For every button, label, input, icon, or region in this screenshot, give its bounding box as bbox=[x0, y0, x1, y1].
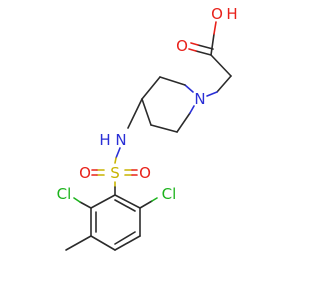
structure-canvas: O H O N H N S O O Cl Cl bbox=[57, 5, 238, 251]
bond-c4-c5 bbox=[141, 98, 152, 126]
atom-nh-nitrogen: N bbox=[115, 131, 126, 149]
bond-c-o-double-a-red bbox=[188, 48, 197, 52]
atom-oh-hydrogen: H bbox=[226, 5, 237, 23]
bond-c-ch2 bbox=[210, 54, 232, 77]
bond-c3-methyl bbox=[65, 235, 92, 251]
bond-c6-cl bbox=[139, 200, 153, 209]
atom-carbonyl-oxygen: O bbox=[176, 37, 188, 55]
atom-sulfonyl-oxygen-left: O bbox=[79, 164, 91, 182]
bond-c2-c3 bbox=[159, 76, 186, 86]
bond-ch2-n-blue bbox=[206, 91, 218, 97]
bond-n-c2 bbox=[184, 84, 194, 93]
bond-c6-n bbox=[176, 112, 191, 133]
atom-chlorine-right: Cl bbox=[162, 185, 177, 203]
bond-c3-c4 bbox=[141, 76, 161, 100]
bond-ar-c4-c5-inner bbox=[114, 231, 136, 245]
bond-ar-c6-c1-inner bbox=[114, 199, 136, 212]
atom-chlorine-left: Cl bbox=[57, 185, 72, 203]
atom-nh-hydrogen: H bbox=[99, 131, 110, 149]
bond-nh-s-yellow bbox=[114, 157, 117, 164]
atom-oh-oxygen: O bbox=[211, 5, 223, 23]
bond-c5-c6 bbox=[150, 124, 178, 133]
bond-nh-s-blue bbox=[115, 147, 121, 159]
bond-c4-nh bbox=[127, 98, 143, 129]
bond-c-o-double-b bbox=[197, 44, 214, 50]
bond-ar-c6-c1 bbox=[114, 194, 141, 209]
atom-ring-nitrogen: N bbox=[194, 90, 205, 108]
atom-sulfur: S bbox=[110, 164, 120, 182]
bond-c6-n-blue bbox=[189, 105, 195, 114]
bond-c-o-double-b-red bbox=[190, 42, 199, 46]
bond-c2-cl-green bbox=[73, 197, 81, 203]
bond-c6-cl-green bbox=[151, 197, 158, 202]
bond-ar-c4-c5 bbox=[114, 235, 141, 251]
bond-c-o-double-a bbox=[195, 50, 212, 56]
bond-ar-c1-c2 bbox=[90, 194, 116, 209]
atom-sulfonyl-oxygen-right: O bbox=[139, 164, 151, 182]
bond-ch2-n bbox=[216, 75, 232, 93]
bond-c-oh bbox=[210, 33, 215, 56]
bond-c2-cl bbox=[79, 201, 92, 209]
bond-ar-c3-c4 bbox=[90, 235, 116, 251]
bond-oh-segment bbox=[213, 21, 217, 35]
molecule-structure: O H O N H N S O O Cl Cl bbox=[57, 5, 238, 251]
